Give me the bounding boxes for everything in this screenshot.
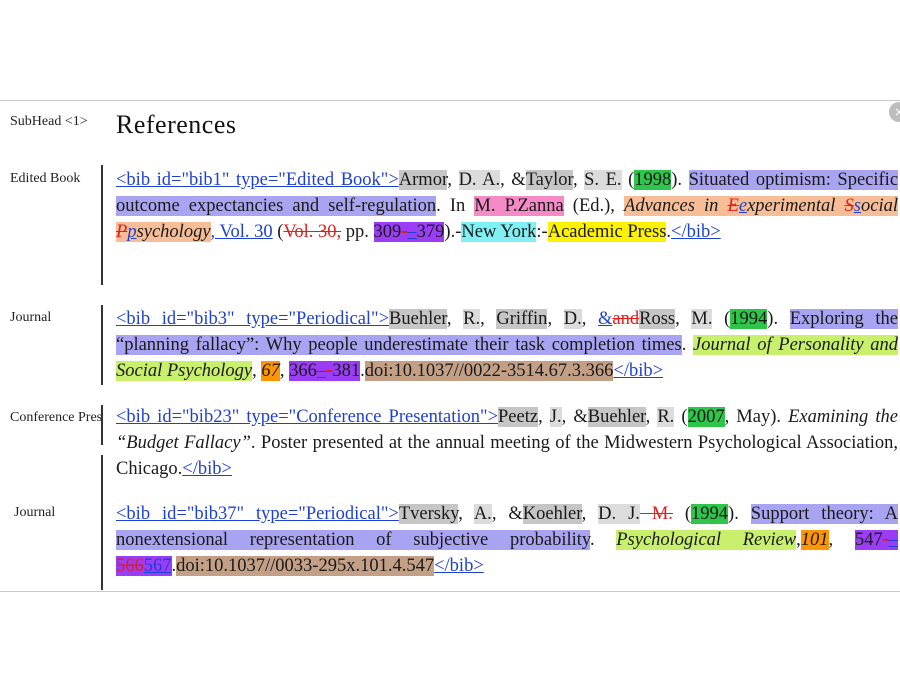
bib-open-tag[interactable]: <bib id="bib1" type="Edited Book"> [116, 170, 399, 190]
style-label-subhead: SubHead <1> [10, 114, 88, 129]
style-label-conference: Conference Presentation [10, 410, 102, 425]
doi[interactable]: doi:10.1037//0022-3514.67.3.366 [364, 361, 614, 381]
bib-open-tag[interactable]: <bib id="bib3" type="Periodical"> [116, 309, 390, 329]
reference-entry-bib3[interactable]: <bib id="bib3" type="Periodical">Buehler… [116, 309, 898, 381]
author-initials: R. [657, 407, 675, 427]
year: 2007 [687, 407, 725, 427]
author-surname: Armor [398, 170, 448, 190]
style-label-edited-book: Edited Book [10, 171, 81, 186]
pages: 309-–379 [373, 222, 445, 242]
entry-rule [101, 455, 103, 590]
page-title: References [116, 110, 237, 139]
presentation-description: Poster presented at the annual meeting o… [116, 433, 899, 479]
reference-entry-bib1[interactable]: <bib id="bib1" type="Edited Book">Armor,… [116, 170, 899, 242]
author-initials: S. E. [584, 170, 622, 190]
ampersand: & [573, 407, 588, 427]
inserted-ampersand: & [598, 309, 613, 329]
editor-surname: Zanna [517, 196, 564, 216]
author-surname: Griffin [496, 309, 548, 329]
entry-rule [101, 165, 103, 285]
author-surname: Ross [639, 309, 676, 329]
bib-close-tag[interactable]: </bib> [613, 361, 664, 381]
journal-title: Psychological Review [616, 530, 797, 550]
author-initials: R. [463, 309, 481, 329]
publisher: Academic Press [547, 222, 667, 242]
style-label-journal-2: Journal [14, 505, 56, 520]
in-text: In [449, 196, 466, 216]
bib-open-tag[interactable]: <bib id="bib23" type="Conference Present… [116, 407, 498, 427]
close-icon[interactable]: × [889, 102, 900, 122]
volume: 101 [800, 530, 829, 550]
entry-rule [101, 405, 103, 445]
author-surname: Peetz [498, 407, 539, 427]
author-initials: D. J. [598, 504, 640, 524]
author-initials: D. A. [458, 170, 501, 190]
bib-open-tag[interactable]: <bib id="bib37" type="Periodical"> [116, 504, 399, 524]
volume: 67 [261, 361, 280, 381]
inserted-volume: , Vol. 30 [210, 222, 273, 242]
deleted-initial: M. [639, 504, 673, 524]
author-surname: Buehler [587, 407, 646, 427]
style-label-journal: Journal [10, 310, 52, 325]
month: May [736, 407, 771, 427]
author-surname: Tversky [398, 504, 459, 524]
editor-role: (Ed.), [572, 196, 615, 216]
author-surname: Koehler [522, 504, 582, 524]
author-initials: J. [549, 407, 562, 427]
pp-text: pp. [345, 222, 369, 242]
author-initials: A. [473, 504, 492, 524]
year: 1994 [691, 504, 729, 524]
bib-close-tag[interactable]: </bib> [434, 556, 484, 576]
author-initials: M. [691, 309, 713, 329]
city: New York [461, 222, 537, 242]
reference-entry-bib23[interactable]: <bib id="bib23" type="Conference Present… [116, 407, 899, 479]
author-surname: Buehler [389, 309, 447, 329]
year: 1998 [634, 170, 672, 190]
editor-initials: M. P. [474, 196, 518, 216]
deleted-volume: Vol. 30, [283, 222, 342, 242]
author-surname: Taylor [525, 170, 573, 190]
ampersand: & [508, 504, 523, 524]
presentation-title: Examining the “Budget Fallacy” [116, 407, 898, 453]
entry-rule [101, 305, 103, 385]
pages: 366–-381 [289, 361, 361, 381]
year: 1994 [730, 309, 768, 329]
bib-close-tag[interactable]: </bib> [182, 459, 232, 479]
doi[interactable]: doi:10.1037//0033-295x.101.4.547 [176, 556, 435, 576]
author-initials: D. [563, 309, 582, 329]
deleted-and: and [612, 309, 640, 329]
reference-entry-bib37[interactable]: <bib id="bib37" type="Periodical">Tversk… [116, 504, 899, 576]
ampersand: & [511, 170, 526, 190]
bib-close-tag[interactable]: </bib> [671, 222, 721, 242]
